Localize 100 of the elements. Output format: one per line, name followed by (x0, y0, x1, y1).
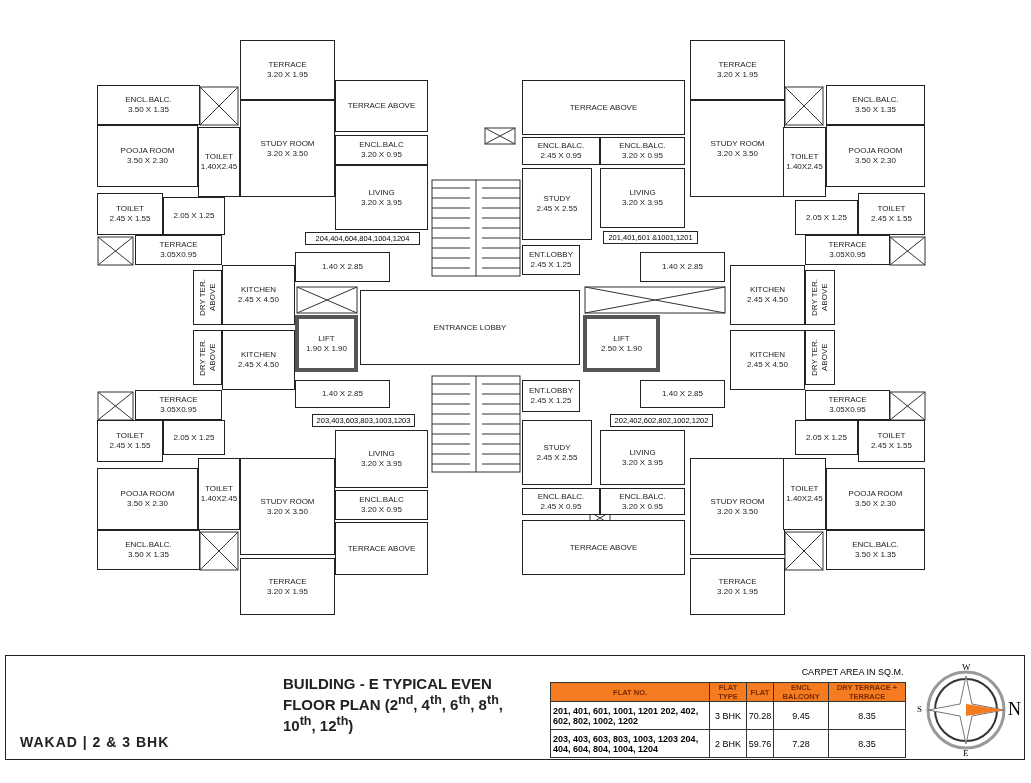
room-outline (805, 390, 890, 420)
room-outline (858, 420, 925, 462)
room-outline (600, 168, 685, 228)
room-dimension: 3.05X0.95 (160, 250, 197, 260)
room-dimension: 3.05X0.95 (160, 405, 197, 415)
project-subtitle: WAKAD | 2 & 3 BHK (20, 734, 170, 750)
room-name: TERRACE (268, 60, 307, 70)
room-outline (295, 380, 390, 408)
room-name: TERRACE (159, 240, 198, 250)
room-name: STUDY ROOM (260, 138, 315, 149)
room-outline (97, 85, 200, 125)
room-dimension: 2.45 X 4.50 (747, 295, 788, 305)
table-cell: 201, 401, 601, 1001, 1201 202, 402, 602, 802, 1002, 1202 (550, 701, 710, 730)
room-name: TERRACE ABOVE (569, 542, 638, 553)
room-name: POOJA ROOM (120, 489, 175, 499)
lift-name: LIFT (318, 333, 335, 344)
room-name: STUDY (543, 442, 571, 453)
room-name: STUDY (543, 194, 571, 204)
room-name: DRY TER. ABOVE (197, 338, 218, 378)
room-dimension: 3.20 X 3.95 (361, 197, 402, 208)
room-name: 2.05 X 1.25 (806, 432, 847, 443)
table-cell: 70.28 (746, 701, 774, 730)
room-outline (335, 165, 428, 230)
room-outline (240, 558, 335, 615)
room-outline (805, 235, 890, 265)
room-dimension: 3.20 X 3.95 (622, 198, 663, 208)
room-dimension: 3.50 X 1.35 (128, 550, 169, 560)
room-name: 1.40 X 2.85 (662, 262, 703, 272)
room-dimension: 3.20 X 3.95 (622, 457, 663, 468)
room-name: TERRACE (718, 576, 757, 587)
room-name: LIVING (629, 188, 656, 198)
room-name: 2.05 X 1.25 (806, 212, 847, 223)
room-outline (335, 522, 428, 575)
room-name: DRY TER. ABOVE (197, 278, 218, 318)
lift-shaft (583, 315, 660, 372)
room-outline (805, 270, 835, 325)
room-outline (795, 420, 858, 455)
room-outline (522, 420, 592, 485)
room-outline (522, 168, 592, 240)
room-dimension: 3.20 X 0.95 (361, 150, 402, 160)
room-outline (522, 380, 580, 412)
room-name: ENCL.BALC. (125, 540, 172, 550)
room-outline (97, 420, 163, 462)
compass-letter: W (962, 662, 971, 672)
table-cell: 7.28 (773, 729, 829, 758)
room-name: ENCL.BALC. (852, 95, 899, 105)
room-outline (522, 488, 600, 515)
room-dimension: 2.45 X 1.55 (871, 441, 912, 451)
room-name: DRY TER. ABOVE (810, 278, 830, 318)
room-outline (600, 137, 685, 165)
room-dimension: 3.20 X 1.95 (267, 70, 308, 80)
room-outline (193, 330, 222, 385)
room-name: STUDY ROOM (710, 138, 765, 149)
room-outline (795, 200, 858, 235)
room-name: 1.40 X 2.85 (322, 262, 363, 272)
room-outline (335, 490, 428, 520)
room-dimension: 3.20 X 0.95 (361, 505, 402, 515)
room-name: 1.40 X 2.85 (322, 389, 363, 399)
room-outline (826, 530, 925, 570)
room-outline (805, 330, 835, 385)
room-name: LIVING (629, 447, 656, 458)
room-outline (135, 235, 222, 265)
room-outline (690, 100, 785, 197)
room-dimension: 3.05X0.95 (829, 405, 866, 415)
room-outline (783, 127, 826, 197)
room-name: POOJA ROOM (848, 489, 903, 499)
table-cell: 2 BHK (709, 729, 747, 758)
room-outline (858, 193, 925, 235)
room-name: DRY TER. ABOVE (810, 338, 830, 378)
room-dimension: 3.50 X 2.30 (855, 499, 896, 509)
room-name: ENCL.BALC (359, 495, 404, 505)
room-name: LIVING (368, 187, 395, 198)
lift-dimension: 1.90 X 1.90 (306, 343, 347, 354)
room-outline (826, 125, 925, 187)
room-outline (97, 530, 200, 570)
room-outline (335, 430, 428, 488)
room-outline (690, 558, 785, 615)
room-dimension: 2.45 X 4.50 (238, 360, 279, 370)
room-name: TERRACE (828, 240, 867, 250)
room-name: ENCL.BALC. (537, 141, 585, 151)
room-name: LIVING (368, 449, 395, 459)
room-name: ENT.LOBBY (529, 250, 573, 260)
table-cell: 9.45 (773, 701, 829, 730)
room-name: ENCL.BALC (359, 140, 404, 150)
room-outline (222, 265, 295, 325)
plan-title: BUILDING - E TYPICAL EVEN FLOOR PLAN (2$^{nd}$, 4$^{th}$, 6$^{th}$, 8$^{th}$, 10$^{th}$, 12$^{th}$) (283, 676, 504, 734)
room-dimension: 1.40X2.45 (200, 162, 238, 172)
room-outline (826, 85, 925, 125)
flat-number-tag (610, 414, 713, 427)
room-dimension: 1.40X2.45 (786, 162, 823, 172)
room-name: TOILET (205, 484, 233, 494)
room-outline (640, 252, 725, 282)
room-name: ENCL.BALC. (619, 491, 666, 502)
table-cell: 8.35 (828, 701, 906, 730)
room-dimension: 3.20 X 1.95 (717, 70, 758, 80)
room-name: KITCHEN (749, 350, 786, 360)
lift-name: LIFT (613, 333, 630, 344)
flat-number-tag (305, 232, 420, 245)
room-dimension: 2.45 X 2.55 (536, 204, 578, 214)
room-dimension: 2.45 X 1.55 (109, 214, 151, 224)
